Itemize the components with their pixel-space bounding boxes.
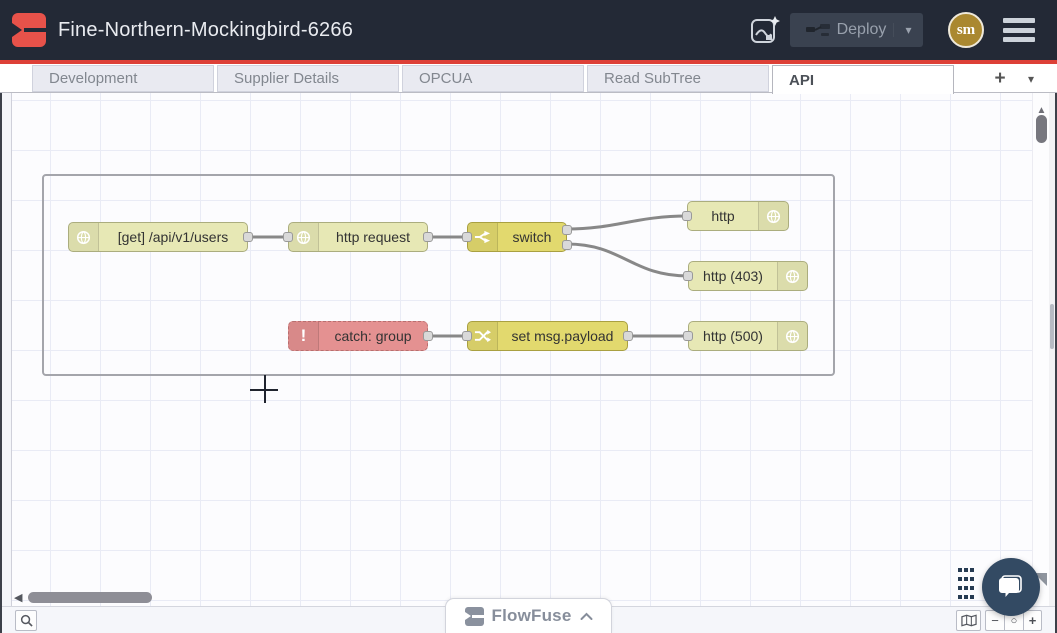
chat-launcher-button[interactable] <box>982 558 1040 616</box>
search-icon <box>20 614 33 627</box>
globe-icon <box>777 262 807 290</box>
node-label: http <box>711 208 735 224</box>
node-change[interactable]: set msg.payload <box>462 321 633 351</box>
node-label: catch: group <box>334 328 412 344</box>
node-label: http request <box>336 229 410 245</box>
flow-list-caret-icon[interactable]: ▾ <box>1027 72 1035 86</box>
input-port[interactable] <box>682 211 692 221</box>
change-icon <box>468 322 498 350</box>
badge-label: FlowFuse <box>491 606 572 625</box>
widget-drag-dots <box>958 568 974 606</box>
search-button[interactable] <box>15 610 37 631</box>
output-port[interactable] <box>243 232 253 242</box>
output-port[interactable] <box>423 331 433 341</box>
globe-icon <box>289 223 319 251</box>
flowfuse-badge-logo <box>464 606 484 626</box>
zoom-in-button[interactable]: + <box>1023 610 1042 631</box>
node-label: set msg.payload <box>511 328 614 344</box>
node-switch[interactable]: switch <box>462 222 572 252</box>
globe-icon <box>758 202 788 230</box>
tab-supplier-details[interactable]: Supplier Details <box>217 65 399 92</box>
tab-opcua[interactable]: OPCUA <box>402 65 584 92</box>
node-http-in[interactable]: [get] /api/v1/users <box>68 222 253 252</box>
globe-icon <box>777 322 807 350</box>
input-port[interactable] <box>283 232 293 242</box>
header-accent-line <box>0 60 1057 64</box>
flowfuse-badge[interactable]: FlowFuse <box>445 598 612 633</box>
input-port[interactable] <box>462 232 472 242</box>
ai-assistant-icon <box>751 16 780 43</box>
add-flow-button[interactable]: + <box>994 68 1006 89</box>
chevron-up-icon[interactable] <box>580 612 593 621</box>
input-port[interactable] <box>683 331 693 341</box>
logo-slit <box>24 28 46 32</box>
exclamation-icon: ! <box>289 322 319 350</box>
input-port[interactable] <box>683 271 693 281</box>
output-port[interactable] <box>623 331 633 341</box>
user-avatar[interactable]: sm <box>948 12 984 48</box>
node-http-response[interactable]: http <box>682 201 789 231</box>
vertical-scroll-thumb[interactable] <box>1036 115 1047 143</box>
vertical-scrollbar[interactable]: ▲ <box>1032 93 1049 606</box>
flow-tab-bar: Development Supplier Details OPCUA Read … <box>0 64 1057 94</box>
ai-assistant-button[interactable] <box>748 13 782 47</box>
window-left-edge <box>0 64 2 633</box>
globe-icon <box>69 223 99 251</box>
node-label: switch <box>512 229 552 245</box>
output-port[interactable] <box>423 232 433 242</box>
switch-icon <box>468 223 498 251</box>
deploy-caret-icon[interactable]: ▾ <box>893 23 923 37</box>
browser-scroll-thumb[interactable] <box>1050 304 1054 349</box>
map-icon <box>960 614 977 627</box>
horizontal-scrollbar[interactable]: ◀ <box>12 590 1032 606</box>
node-label: http (403) <box>703 268 763 284</box>
node-label: [get] /api/v1/users <box>117 229 229 245</box>
tab-development[interactable]: Development <box>32 65 214 92</box>
main-menu-button[interactable] <box>1003 17 1037 43</box>
node-http-response-403[interactable]: http (403) <box>683 261 808 291</box>
logo-notch <box>12 23 22 37</box>
header-bar: Fine-Northern-Mockingbird-6266 Deploy ▾ … <box>0 0 1057 60</box>
horizontal-scroll-thumb[interactable] <box>28 592 152 603</box>
browser-scrollbar[interactable] <box>1049 64 1055 633</box>
output-port-2[interactable] <box>562 240 572 250</box>
tab-read-subtree[interactable]: Read SubTree <box>587 65 769 92</box>
tab-api[interactable]: API <box>772 65 954 94</box>
output-port-1[interactable] <box>562 225 572 235</box>
deploy-button[interactable]: Deploy ▾ <box>790 13 923 47</box>
deploy-label: Deploy <box>836 21 887 38</box>
window-right-edge <box>1055 64 1057 633</box>
instance-title: Fine-Northern-Mockingbird-6266 <box>58 18 354 41</box>
input-port[interactable] <box>462 331 472 341</box>
collapsed-palette-strip <box>2 93 12 633</box>
node-group-box[interactable] <box>42 174 835 376</box>
node-label: http (500) <box>703 328 763 344</box>
node-http-request[interactable]: http request <box>283 222 433 252</box>
flowfuse-logo <box>12 13 46 47</box>
chat-icon <box>999 575 1022 597</box>
menu-icon <box>1003 18 1035 23</box>
scroll-up-icon[interactable]: ▲ <box>1036 105 1047 116</box>
node-http-response-500[interactable]: http (500) <box>683 321 808 351</box>
navigator-button[interactable] <box>956 610 981 631</box>
node-catch[interactable]: ! catch: group <box>288 321 433 351</box>
scroll-left-icon[interactable]: ◀ <box>14 592 23 604</box>
deploy-nodes-icon <box>806 24 830 36</box>
